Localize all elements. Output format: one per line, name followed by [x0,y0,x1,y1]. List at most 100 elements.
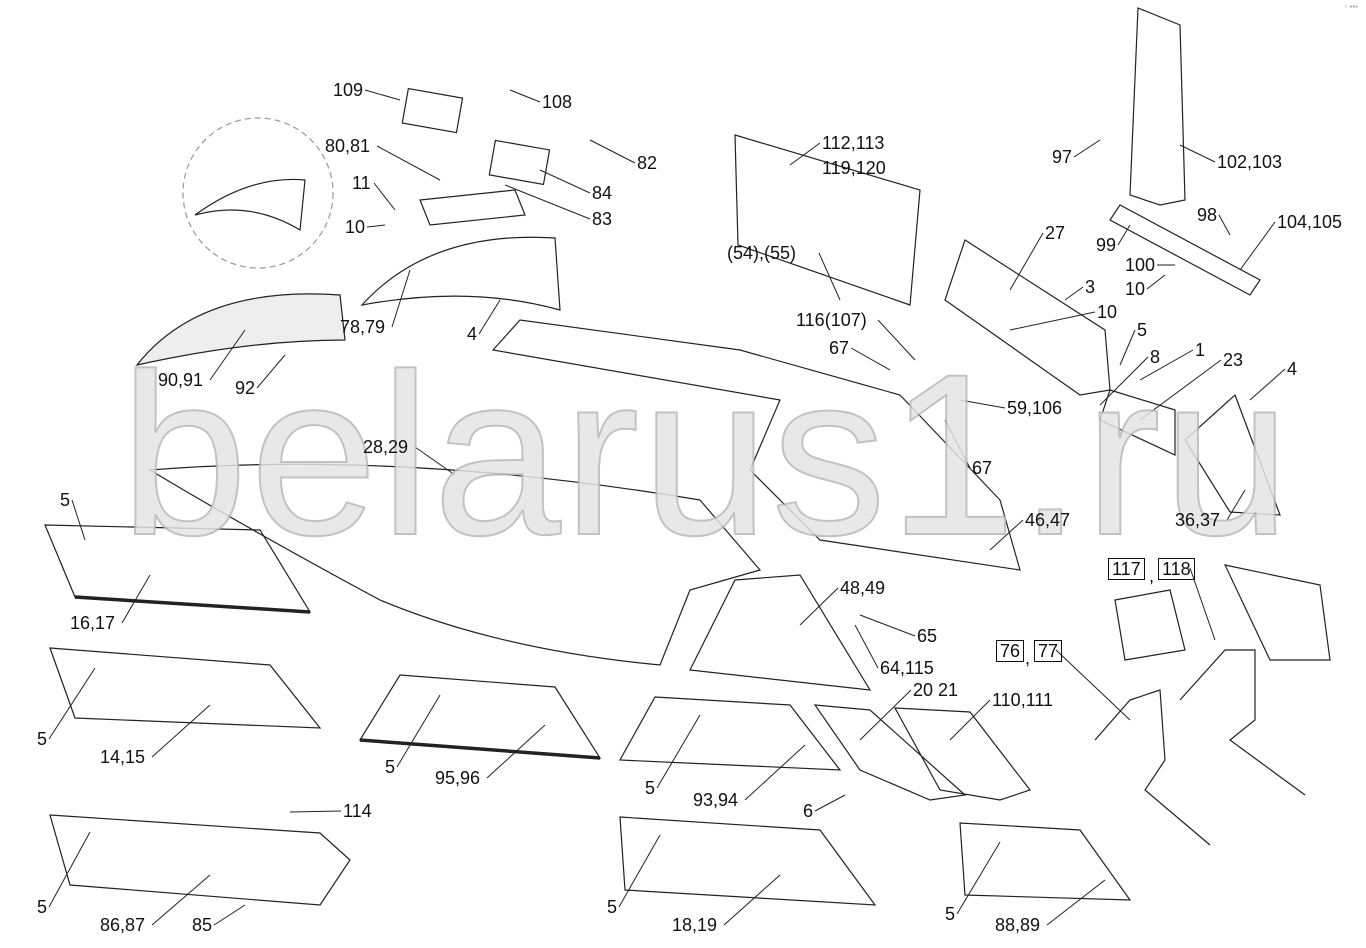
callout-label: 110,111 [992,690,1054,710]
share-18-19 [619,816,877,906]
bracket-80-81 [419,189,526,226]
leader-line [151,874,211,926]
leader-line [989,519,1024,551]
detail-share-part [194,178,306,232]
leader-line [1249,368,1286,401]
plate-112-113 [734,134,921,306]
leader-line [478,299,501,335]
callout-label: (54),(55) [727,243,797,263]
callout-label: 1 [1195,340,1206,360]
callout-label: 77 [1034,640,1063,662]
leader-line [949,699,991,741]
leader-line [1009,311,1096,331]
leader-line [71,499,86,541]
callout-label: 82 [637,153,658,173]
callout-label: 112,113 [822,133,885,153]
callout-label: 67 [829,338,850,358]
callout-label: 86,87 [100,915,146,935]
callout-label: 28,29 [363,437,409,457]
callout-label: 10 [345,217,366,237]
callout-label: 59,106 [1007,398,1063,418]
plate-27 [944,239,1111,396]
leader-line [956,841,1001,915]
leader-line [944,419,971,469]
leader-line [959,399,1006,409]
boxed-separator: , [1149,566,1155,586]
leader-line [1189,567,1216,641]
callout-label: 99 [1096,235,1117,255]
callout-label: 84 [592,183,613,203]
callout-label: 23 [1223,350,1244,370]
leader-line [850,347,891,371]
leader-line [814,794,846,812]
callout-label: 5 [645,778,656,798]
callout-label: 5 [37,897,48,917]
callout-label: 5 [1137,320,1148,340]
callout-label: 85 [192,915,213,935]
leader-line [723,874,781,926]
plate-1-23 [1099,389,1176,456]
leader-line [539,169,591,194]
corner-mark: ▫ ▪▪▪ [1344,2,1358,11]
callout-label: 48,49 [840,578,886,598]
bracket-117 [1114,589,1186,661]
leader-line [1046,879,1106,926]
leader-line [1139,349,1194,381]
share-88-89 [959,822,1132,901]
callout-label: 100 [1125,255,1156,275]
leader-line [744,744,806,801]
leader-line [373,182,396,211]
callout-label: 4 [1287,359,1298,379]
callout-label: 76 [996,640,1025,662]
leader-line [504,184,591,220]
leader-line [1009,232,1044,291]
leader-line [1055,649,1131,721]
leader-line [1099,356,1149,406]
callout-label: 36,37 [1175,510,1221,530]
leader-line [859,614,916,637]
leader-line [656,714,701,789]
callout-label: 3 [1085,277,1096,297]
callout-label: 93,94 [693,790,739,810]
callout-label: 90,91 [158,370,204,390]
callout-label: 95,96 [435,768,481,788]
moldboard-28-29 [148,463,762,666]
leader-line [854,624,879,669]
callout-label: 5 [60,490,71,510]
callout-label: 27 [1045,223,1066,243]
point-20-21 [813,704,967,801]
tine-77 [1179,649,1306,796]
callout-label: 102,103 [1217,152,1283,172]
callout-label: 64,115 [880,658,934,678]
leader-line [414,446,456,476]
callout-label: 118 [1158,558,1195,580]
share-48-49 [689,574,872,691]
callout-label: 5 [37,729,48,749]
callout-label: 5 [385,757,396,777]
leader-line [1139,359,1222,421]
leader-line [1179,144,1216,163]
arm-104-105 [1109,204,1261,296]
frame-28-29 [491,319,1021,571]
callout-label: 5 [607,897,618,917]
leader-line [1239,221,1276,271]
leader-line [1226,489,1246,521]
callout-label: 78,79 [340,317,386,337]
callout-label: 117 [1108,558,1145,580]
callout-label: 116(107) [796,310,867,330]
callout-label: 97 [1052,147,1073,167]
leader-line [364,89,401,101]
leader-line [859,689,912,741]
callout-label: 109 [333,80,364,100]
callout-label: 88,89 [995,915,1041,935]
callout-label: 80,81 [325,136,371,156]
plate-109 [401,87,464,134]
callout-label: 10 [1125,279,1146,299]
callout-label: 11 [352,173,371,193]
plate-36-37 [1184,393,1281,516]
leader-line [48,831,91,908]
leader-line [618,834,661,908]
callout-label: 92 [235,378,256,398]
callout-label: 104,105 [1277,212,1343,232]
